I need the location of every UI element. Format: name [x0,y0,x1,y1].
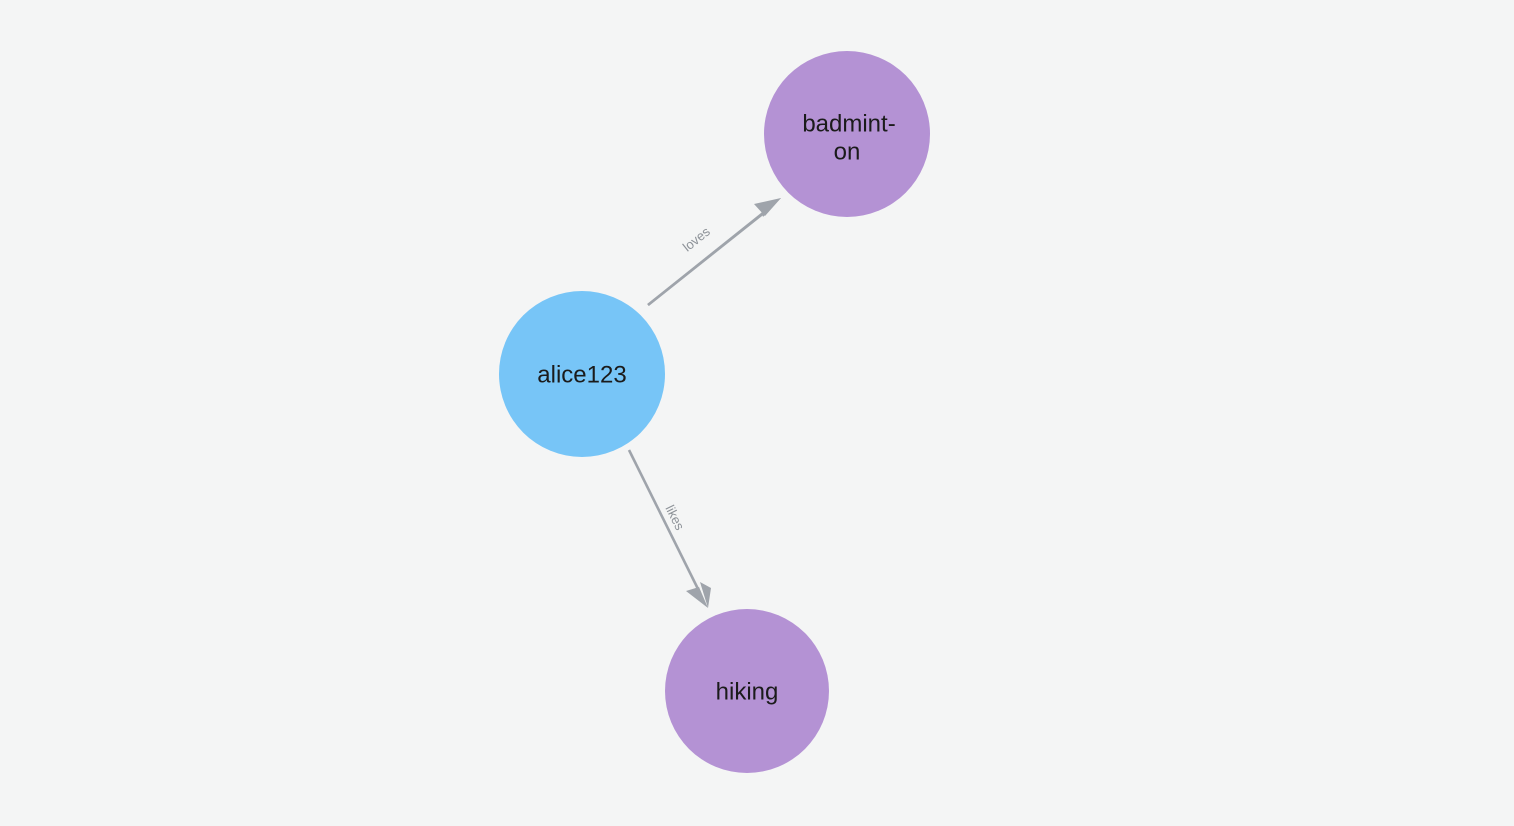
edge-line-likes[interactable] [627,449,702,594]
edge-alice123-likes-hiking[interactable]: likes [627,449,711,608]
node-circle-hiking[interactable] [665,609,829,773]
edge-alice123-loves-badminton[interactable]: loves [647,198,781,307]
edge-line-loves-body [647,207,769,307]
node-alice123[interactable]: alice123 [499,291,665,457]
edge-arrowhead-likes-tail [700,582,711,608]
edge-arrowhead-likes [686,587,708,608]
node-badminton[interactable]: badmint- on [764,51,930,217]
node-circle-badminton[interactable] [764,51,930,217]
edge-arrowhead-loves-tail [760,198,781,217]
node-hiking[interactable]: hiking [665,609,829,773]
edge-label-likes: likes [662,503,687,533]
node-circle-alice123[interactable] [499,291,665,457]
edge-label-loves: loves [680,224,713,255]
node-group: alice123 badmint- on hiking [499,51,930,773]
